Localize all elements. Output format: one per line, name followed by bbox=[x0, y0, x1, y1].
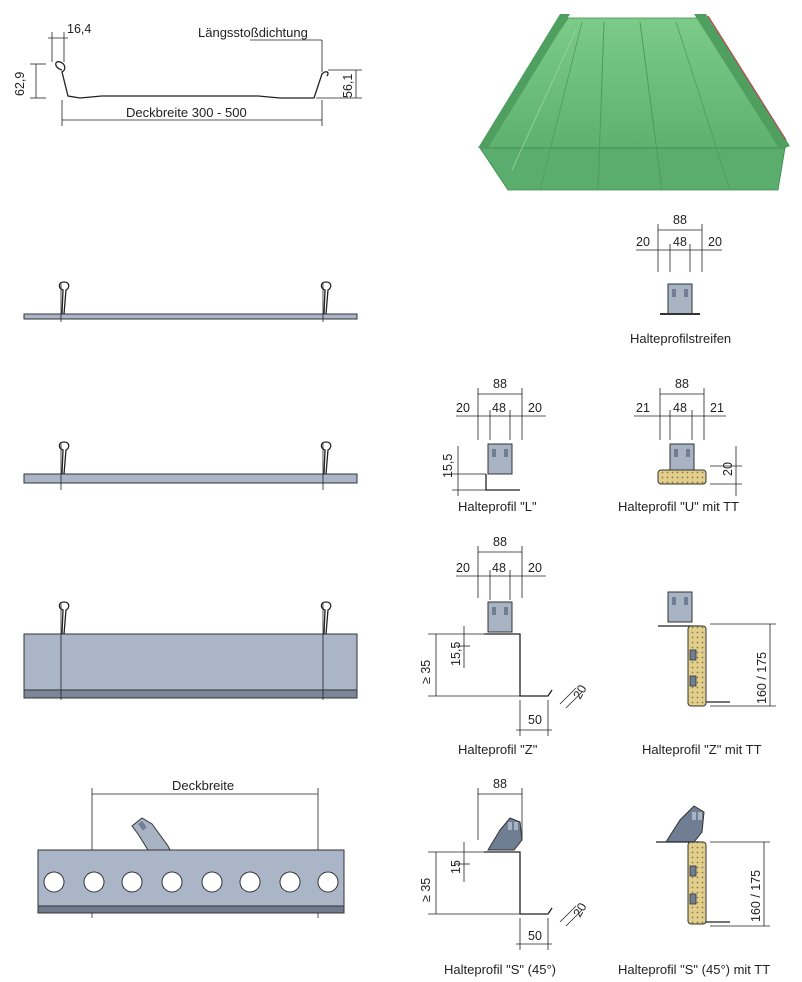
clip-z-tt-dim-height: 160 / 175 bbox=[755, 652, 769, 704]
clip-l-dim-right: 20 bbox=[528, 401, 542, 415]
clip-strip-caption: Halteprofilstreifen bbox=[630, 331, 731, 346]
clip-z-dim-flange: 15,5 bbox=[449, 642, 463, 666]
clip-z-caption: Halteprofil "Z" bbox=[458, 742, 538, 757]
perforated-support-drawing: Deckbreite bbox=[37, 778, 345, 918]
clip-z-drawing: 88 20 48 20 15,5 ≥ 35 50 20 Halteprofil … bbox=[419, 535, 590, 757]
clip-z-tt-drawing: 160 / 175 Halteprofil "Z" mit TT bbox=[642, 591, 776, 757]
clip-u-dim-left: 21 bbox=[636, 401, 650, 415]
clip-z-dim-bottom: 50 bbox=[528, 713, 542, 727]
panel-profile-line bbox=[55, 61, 329, 99]
clip-z-dim-min: ≥ 35 bbox=[419, 660, 433, 684]
dim-left-height: 62,9 bbox=[13, 72, 27, 96]
clip-l-drawing: 88 20 48 20 15,5 Halteprofil "L" bbox=[441, 377, 546, 514]
clip-u-dim-right: 21 bbox=[710, 401, 724, 415]
profile-section-drawing: 16,4 Längsstoßdichtung 62,9 56,1 Deckbre… bbox=[13, 22, 362, 126]
clip-u-caption: Halteprofil "U" mit TT bbox=[618, 499, 739, 514]
dim-seam-width: 16,4 bbox=[67, 22, 91, 36]
clip-z-dim-right: 20 bbox=[528, 561, 542, 575]
panel-on-block-drawing bbox=[23, 601, 358, 700]
clip-strip-drawing: 88 20 48 20 Halteprofilstreifen bbox=[630, 213, 731, 346]
clip-s-tt-caption: Halteprofil "S" (45°) mit TT bbox=[618, 962, 770, 977]
clip-s-dim-min: ≥ 35 bbox=[419, 878, 433, 902]
clip-s-dim-flange: 15 bbox=[449, 860, 463, 874]
clip-z-dim-mid: 48 bbox=[492, 561, 506, 575]
clip-u-dim-mid: 48 bbox=[673, 401, 687, 415]
clip-s-caption: Halteprofil "S" (45°) bbox=[444, 962, 556, 977]
clip-s-tt-drawing: 160 / 175 Halteprofil "S" (45°) mit TT bbox=[618, 805, 770, 977]
clip-z-tt-caption: Halteprofil "Z" mit TT bbox=[642, 742, 762, 757]
dim-right-height: 56,1 bbox=[341, 74, 355, 98]
clip-l-dim-mid: 48 bbox=[492, 401, 506, 415]
panel-on-sheet-drawing bbox=[23, 281, 358, 322]
clip-z-dim-total: 88 bbox=[493, 535, 507, 549]
clip-l-dim-height: 15,5 bbox=[441, 454, 455, 478]
label-cover-width-2: Deckbreite bbox=[172, 778, 234, 793]
clip-s-dim-bottom: 50 bbox=[528, 929, 542, 943]
clip-u-dim-total: 88 bbox=[675, 377, 689, 391]
clip-l-dim-left: 20 bbox=[456, 401, 470, 415]
clip-u-dim-height: 20 bbox=[721, 462, 735, 476]
clip-s-dim-lip: 20 bbox=[570, 900, 589, 919]
clip-strip-dim-total: 88 bbox=[673, 213, 687, 227]
label-cover-width: Deckbreite 300 - 500 bbox=[126, 105, 247, 120]
clip-strip-dim-right: 20 bbox=[708, 235, 722, 249]
standing-seam-panel-render bbox=[478, 14, 790, 191]
clip-u-drawing: 88 21 48 21 20 Halteprofil "U" mit TT bbox=[618, 377, 742, 514]
clip-z-dim-lip: 20 bbox=[570, 682, 589, 701]
clip-s-drawing: 88 15 ≥ 35 50 20 Halteprofil "S" (45°) bbox=[419, 777, 590, 977]
clip-z-dim-left: 20 bbox=[456, 561, 470, 575]
clip-strip-dim-left: 20 bbox=[636, 235, 650, 249]
clip-strip-dim-mid: 48 bbox=[673, 235, 687, 249]
clip-s-dim-total: 88 bbox=[493, 777, 507, 791]
clip-l-dim-total: 88 bbox=[493, 377, 507, 391]
label-longitudinal-seal: Längsstoßdichtung bbox=[198, 25, 308, 40]
clip-l-caption: Halteprofil "L" bbox=[458, 499, 537, 514]
clip-s-tt-dim-height: 160 / 175 bbox=[749, 870, 763, 922]
panel-on-plate-drawing bbox=[23, 441, 358, 490]
